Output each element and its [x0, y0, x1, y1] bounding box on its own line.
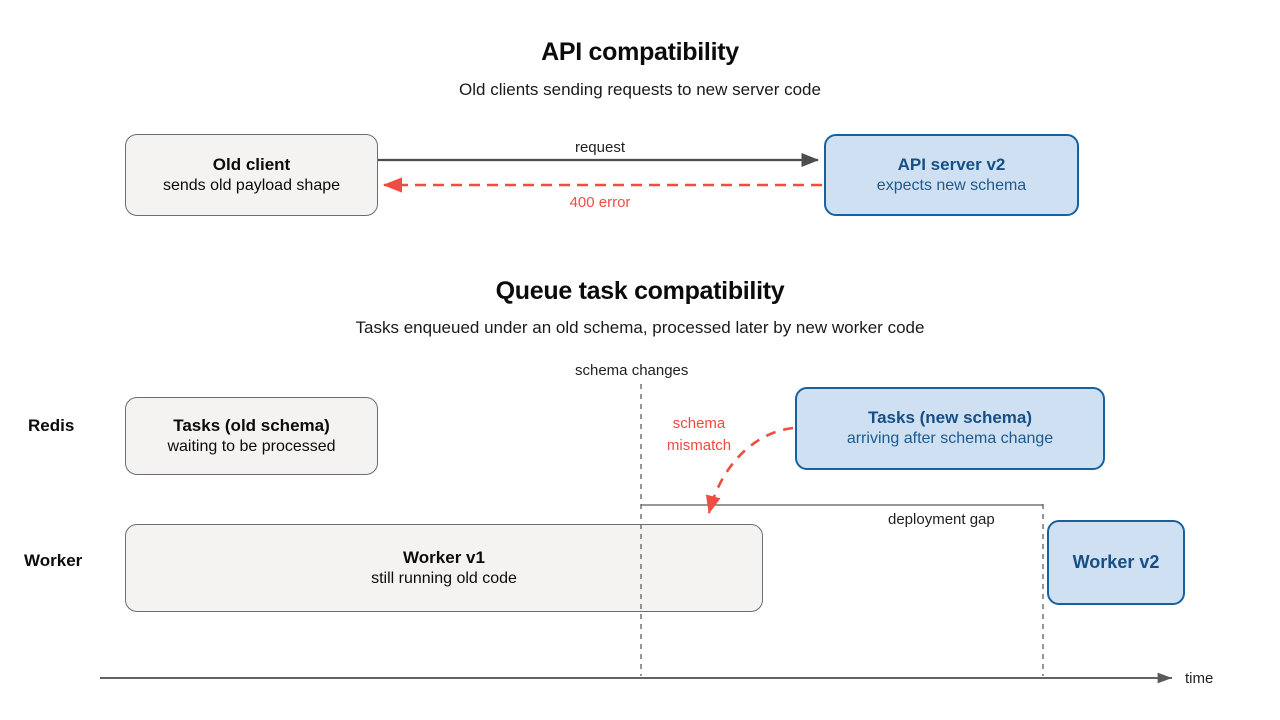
label-schema-mismatch-line1: schema [672, 415, 726, 432]
label-deployment-gap: deployment gap [888, 511, 995, 528]
node-worker-v1: Worker v1 still running old code [125, 524, 763, 612]
label-schema-changes: schema changes [575, 362, 689, 379]
label-400-error: 400 error [569, 194, 631, 211]
label-schema-mismatch-line2: mismatch [666, 436, 732, 454]
node-api-server-v2-title: API server v2 [897, 154, 1006, 174]
lane-label-worker: Worker [24, 551, 83, 570]
node-worker-v1-title: Worker v1 [403, 547, 485, 567]
node-worker-v1-detail: still running old code [371, 569, 517, 587]
queue-section-title: Queue task compatibility [495, 277, 785, 305]
node-tasks-old-schema: Tasks (old schema) waiting to be process… [125, 397, 378, 475]
node-tasks-new-schema-title: Tasks (new schema) [867, 408, 1033, 428]
node-tasks-old-schema-title: Tasks (old schema) [173, 415, 330, 435]
node-old-client: Old client sends old payload shape [125, 134, 378, 216]
lane-label-redis: Redis [28, 416, 75, 435]
label-schema-mismatch: schema mismatch [657, 413, 741, 457]
node-old-client-detail: sends old payload shape [162, 176, 341, 194]
queue-section-subtitle: Tasks enqueued under an old schema, proc… [355, 318, 925, 337]
node-api-server-v2-detail: expects new schema [876, 176, 1027, 194]
label-request: request [574, 139, 626, 156]
node-api-server-v2: API server v2 expects new schema [824, 134, 1079, 216]
node-worker-v2-title: Worker v2 [1072, 551, 1160, 572]
node-tasks-old-schema-detail: waiting to be processed [167, 437, 336, 455]
node-tasks-new-schema: Tasks (new schema) arriving after schema… [795, 387, 1105, 470]
api-section-subtitle: Old clients sending requests to new serv… [459, 80, 821, 99]
node-tasks-new-schema-detail: arriving after schema change [846, 430, 1054, 448]
api-section-title: API compatibility [541, 38, 739, 66]
node-old-client-title: Old client [212, 154, 291, 174]
node-worker-v2: Worker v2 [1047, 520, 1185, 605]
label-time-axis: time [1185, 670, 1214, 687]
